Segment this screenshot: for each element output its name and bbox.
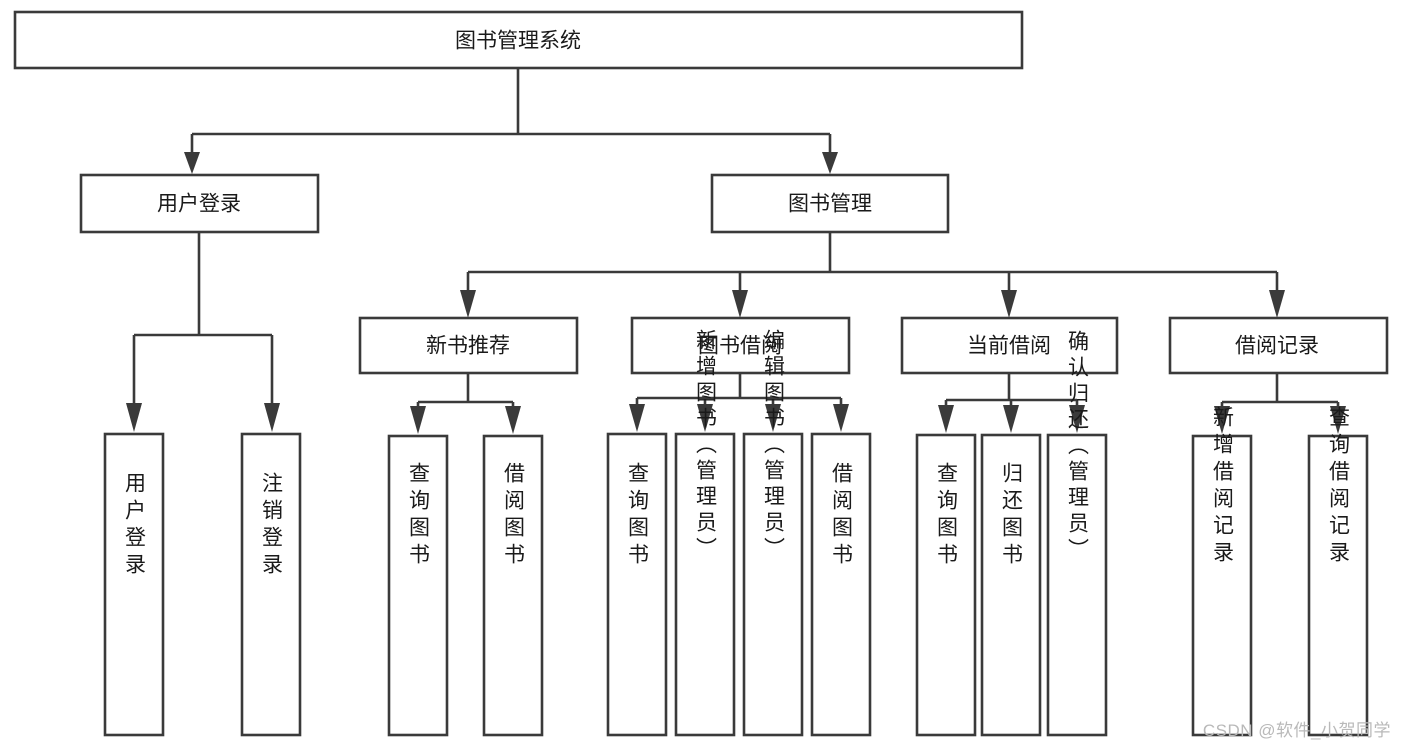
node-leaf-confirm-return-label: 确认归还（管理员） — [1066, 330, 1090, 564]
node-leaf-add-record-box[interactable] — [1191, 434, 1253, 737]
node-leaf-return-book-box[interactable] — [980, 433, 1042, 737]
node-root[interactable]: 图书管理系统 — [13, 10, 1024, 70]
node-leaf-add-record[interactable]: 新增借阅记录 — [1191, 406, 1253, 737]
node-leaf-logout-label: 注销登录 — [260, 472, 284, 580]
arrowhead-book-borrow — [732, 290, 748, 318]
arrowhead-current-borrow — [1001, 290, 1017, 318]
node-leaf-query-book-3[interactable]: 查询图书 — [915, 433, 977, 737]
node-leaf-query-book-3-box[interactable] — [915, 433, 977, 737]
arrowhead-leaf-query-book-1 — [410, 406, 426, 434]
node-user-login-box[interactable] — [79, 173, 320, 234]
arrowhead-user-login — [184, 152, 200, 174]
arrowhead-leaf-borrow-book-2 — [833, 404, 849, 432]
node-leaf-query-book-2[interactable]: 查询图书 — [606, 432, 668, 737]
node-book-borrow-box[interactable] — [630, 316, 851, 375]
arrowhead-leaf-query-book-3 — [938, 405, 954, 433]
node-book-borrow-label: 图书借阅 — [698, 335, 782, 358]
node-leaf-return-book-label: 归还图书 — [1000, 462, 1024, 570]
connector-layer — [126, 68, 1346, 434]
node-leaf-query-book-1[interactable]: 查询图书 — [387, 434, 449, 737]
arrowhead-book-manage — [822, 152, 838, 174]
node-leaf-user-login-box[interactable] — [103, 432, 165, 737]
node-borrow-record[interactable]: 借阅记录 — [1168, 316, 1389, 375]
node-new-book-rec-label: 新书推荐 — [426, 335, 510, 358]
node-leaf-edit-book-box[interactable] — [742, 432, 804, 737]
node-user-login-label: 用户登录 — [157, 193, 241, 216]
node-leaf-user-login[interactable]: 用户登录 — [103, 432, 165, 737]
node-leaf-logout-box[interactable] — [240, 432, 302, 737]
node-current-borrow[interactable]: 当前借阅 — [900, 316, 1119, 375]
node-leaf-add-record-label: 新增借阅记录 — [1211, 406, 1235, 568]
arrowhead-leaf-add-book — [697, 404, 713, 432]
node-leaf-confirm-return[interactable]: 确认归还（管理员） — [1046, 330, 1108, 737]
node-book-manage-box[interactable] — [710, 173, 950, 234]
node-leaf-borrow-book-2-box[interactable] — [810, 432, 872, 737]
arrowhead-leaf-query-record — [1330, 406, 1346, 434]
node-leaf-borrow-book-2-label: 借阅图书 — [830, 462, 854, 570]
node-leaf-user-login-label: 用户登录 — [123, 472, 147, 580]
node-leaf-return-book[interactable]: 归还图书 — [980, 433, 1042, 737]
arrowhead-leaf-borrow-book-1 — [505, 406, 521, 434]
arrowhead-leaf-confirm-return — [1069, 405, 1085, 433]
node-root-box[interactable] — [13, 10, 1024, 70]
node-new-book-rec-box[interactable] — [358, 316, 579, 375]
node-book-manage[interactable]: 图书管理 — [710, 173, 950, 234]
node-leaf-add-book-box[interactable] — [674, 432, 736, 737]
node-leaf-query-record[interactable]: 查询借阅记录 — [1307, 406, 1369, 737]
node-leaf-query-record-label: 查询借阅记录 — [1327, 406, 1351, 568]
node-borrow-record-box[interactable] — [1168, 316, 1389, 375]
node-leaf-logout[interactable]: 注销登录 — [240, 432, 302, 737]
node-leaf-add-book-label: 新增图书（管理员） — [694, 329, 718, 563]
node-book-manage-label: 图书管理 — [788, 193, 872, 216]
arrowhead-new-book-rec — [460, 290, 476, 318]
node-leaf-borrow-book-1[interactable]: 借阅图书 — [482, 434, 544, 737]
arrowhead-borrow-record — [1269, 290, 1285, 318]
node-current-borrow-box[interactable] — [900, 316, 1119, 375]
arrowhead-leaf-edit-book — [765, 404, 781, 432]
arrowhead-leaf-return-book — [1003, 405, 1019, 433]
node-leaf-borrow-book-2[interactable]: 借阅图书 — [810, 432, 872, 737]
node-root-label: 图书管理系统 — [455, 30, 581, 53]
node-new-book-rec[interactable]: 新书推荐 — [358, 316, 579, 375]
node-leaf-query-book-1-box[interactable] — [387, 434, 449, 737]
watermark: CSDN @软件_小贺同学 — [1202, 721, 1391, 740]
arrowhead-leaf-user-login — [126, 403, 142, 432]
node-leaf-query-book-2-label: 查询图书 — [626, 462, 650, 570]
node-leaf-borrow-book-1-box[interactable] — [482, 434, 544, 737]
node-current-borrow-label: 当前借阅 — [967, 335, 1051, 358]
node-user-login[interactable]: 用户登录 — [79, 173, 320, 234]
node-leaf-edit-book[interactable]: 编辑图书（管理员） — [742, 329, 804, 737]
node-leaf-query-book-2-box[interactable] — [606, 432, 668, 737]
node-leaf-query-book-1-label: 查询图书 — [407, 462, 431, 570]
node-book-borrow[interactable]: 图书借阅 — [630, 316, 851, 375]
node-leaf-query-book-3-label: 查询图书 — [935, 462, 959, 570]
node-leaf-add-book[interactable]: 新增图书（管理员） — [674, 329, 736, 737]
node-leaf-confirm-return-box[interactable] — [1046, 433, 1108, 737]
arrowhead-leaf-add-record — [1214, 406, 1230, 434]
arrowhead-leaf-logout — [264, 403, 280, 432]
node-leaf-borrow-book-1-label: 借阅图书 — [502, 462, 526, 570]
node-borrow-record-label: 借阅记录 — [1235, 335, 1319, 358]
node-leaf-edit-book-label: 编辑图书（管理员） — [762, 329, 786, 563]
node-leaf-query-record-box[interactable] — [1307, 434, 1369, 737]
arrowhead-leaf-query-book-2 — [629, 404, 645, 432]
